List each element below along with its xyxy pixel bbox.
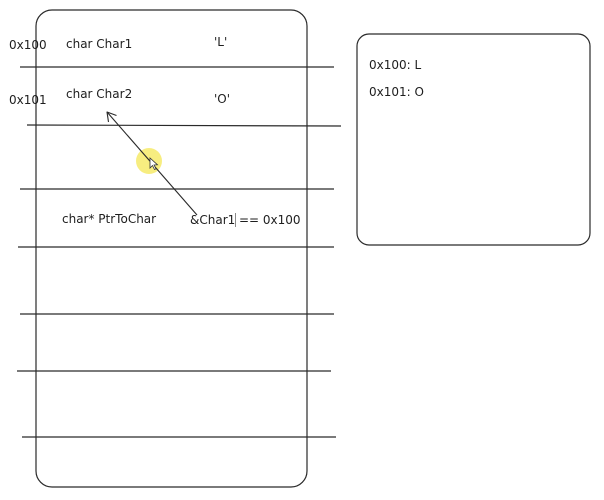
value-label-row-1: 'L' [214, 35, 228, 49]
address-label-row-2: 0x101 [9, 93, 47, 107]
declaration-label-row-1: char Char1 [66, 37, 133, 51]
memory-divider [26, 124, 342, 127]
mouse-cursor-icon [149, 157, 159, 171]
value-label-row-2: 'O' [214, 92, 231, 106]
declaration-label-row-2: char Char2 [66, 87, 133, 101]
side-panel-entry-2: 0x101: O [369, 85, 424, 99]
text-cursor [235, 213, 236, 227]
address-label-row-1: 0x100 [9, 38, 47, 52]
side-panel [356, 33, 591, 246]
pointer-comparison-label: == 0x100 [239, 213, 301, 227]
pointer-expression-label: &Char1 [190, 213, 236, 227]
pointer-arrowhead [106, 111, 117, 123]
pointer-declaration-label: char* PtrToChar [62, 212, 157, 226]
memory-block [35, 9, 308, 488]
side-panel-entry-1: 0x100: L [369, 58, 422, 72]
